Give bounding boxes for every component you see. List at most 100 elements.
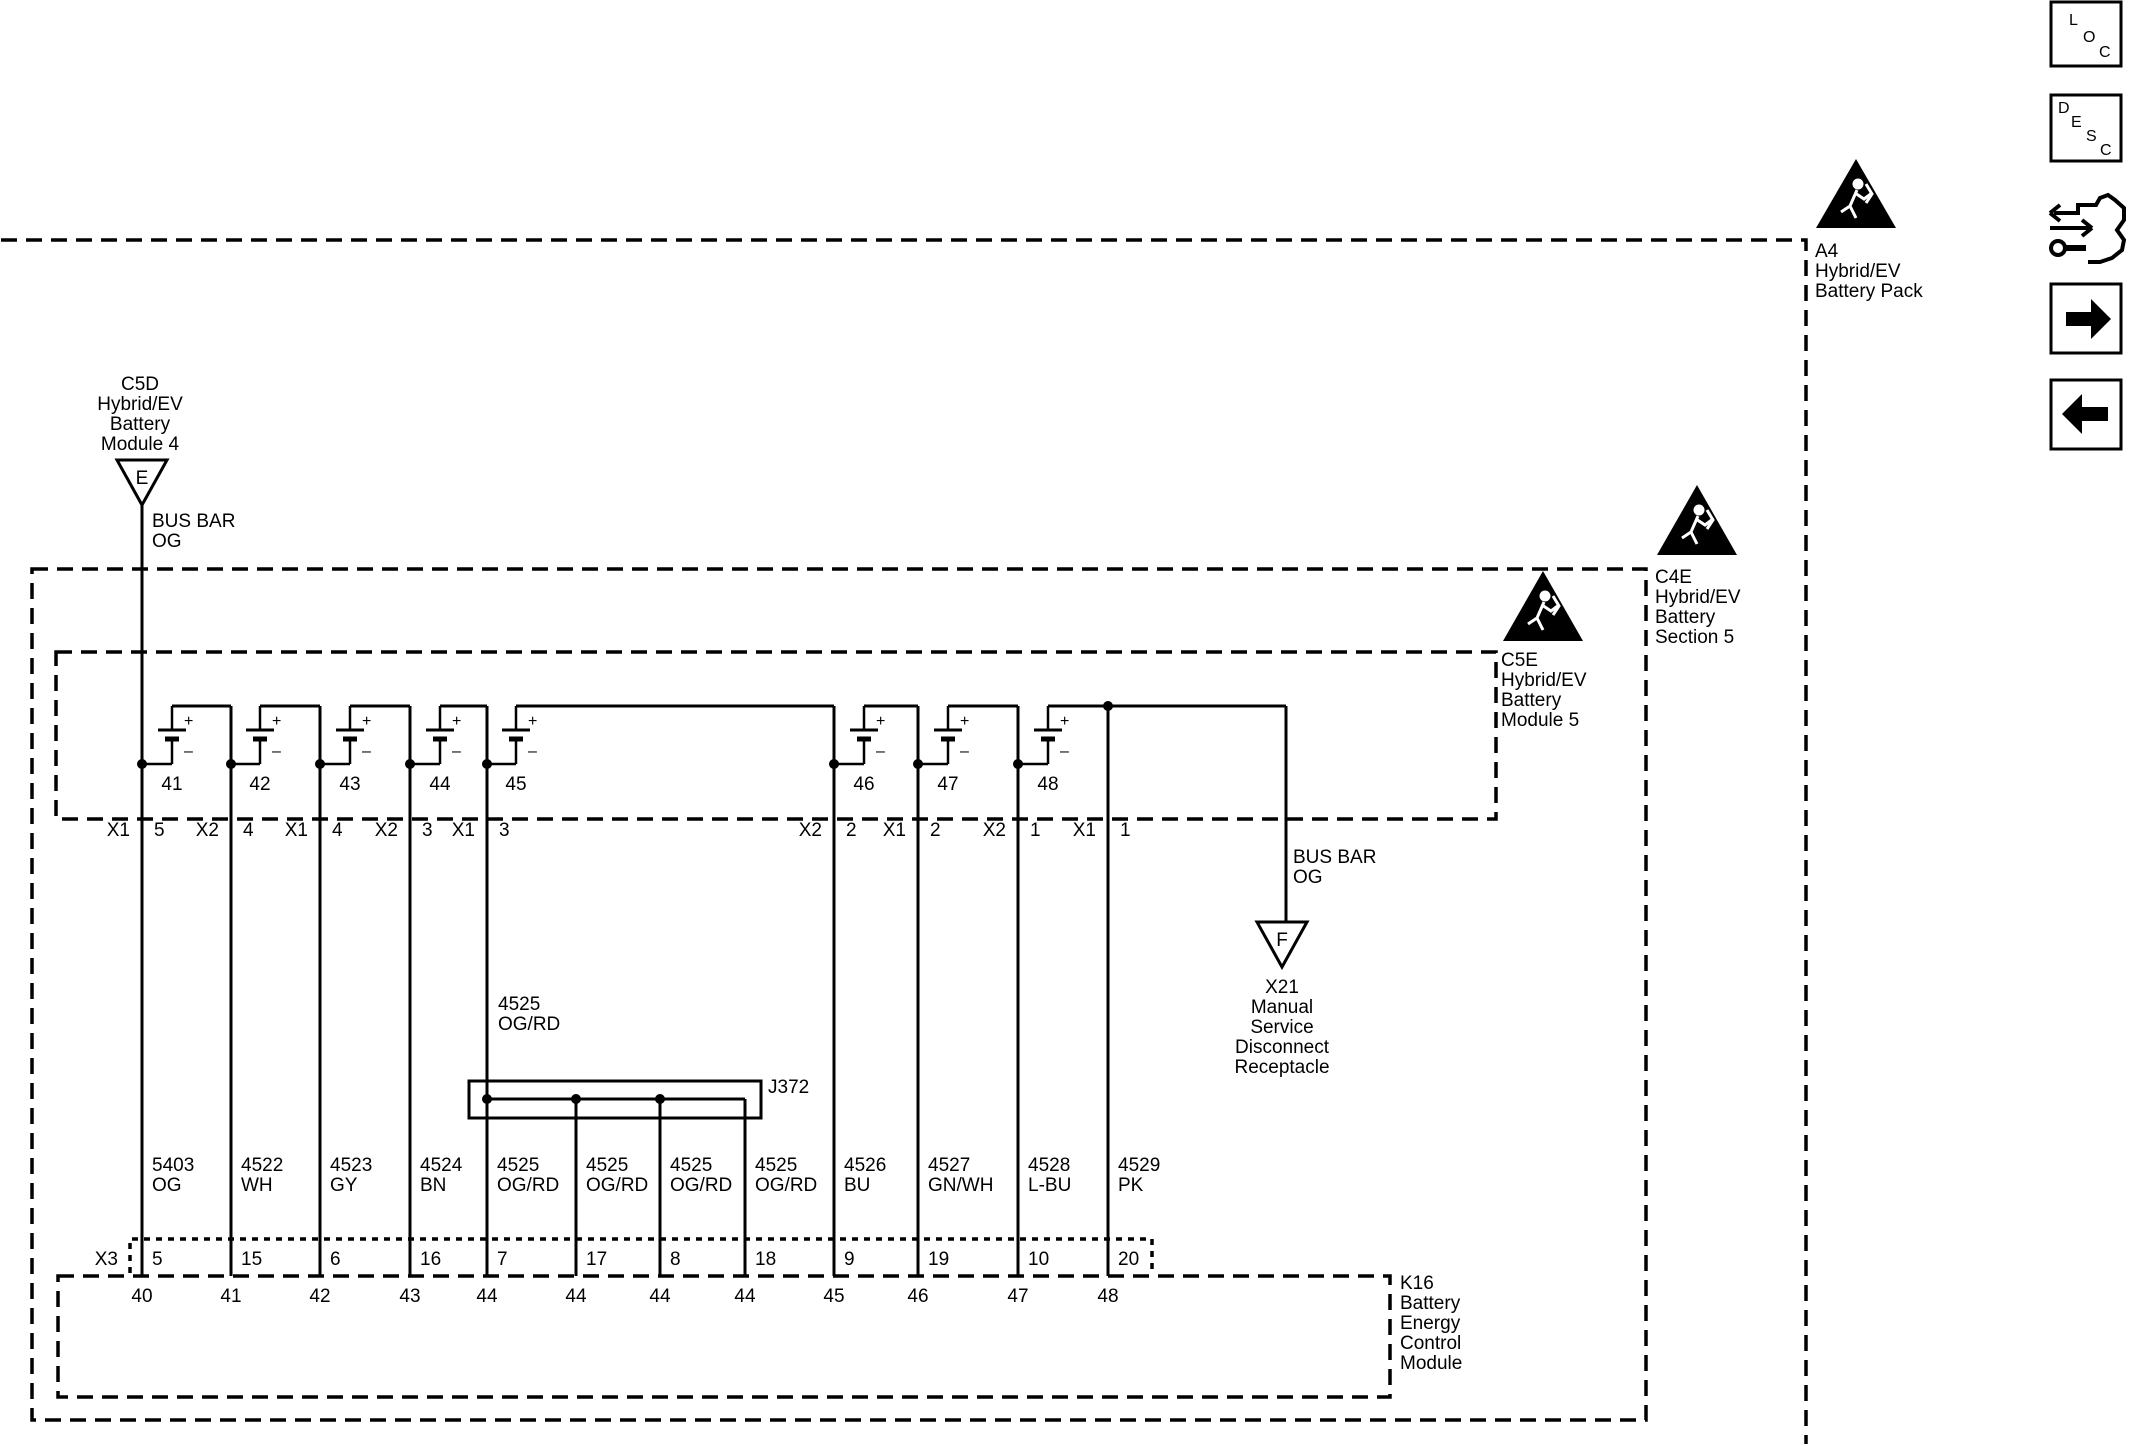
arrow-right-icon (2066, 299, 2111, 339)
module-pin-number: 1 (1030, 820, 1041, 841)
desc-letter-s: S (2086, 128, 2097, 145)
terminal-e-letter: E (136, 468, 149, 489)
cell-number: 48 (1037, 774, 1058, 795)
k16-line3: Control (1400, 1333, 1461, 1354)
x21-line3: Disconnect (1235, 1037, 1330, 1058)
cell-minus-sign: – (452, 743, 461, 760)
a4-battery-pack-outline (1, 238, 1808, 1444)
c4e-id: C4E (1655, 567, 1692, 588)
c4e-line3: Section 5 (1655, 627, 1734, 648)
module-connector-label: X1 (883, 820, 906, 841)
wire-circuit-number: 4529 (1118, 1155, 1160, 1176)
cell-plus-sign: + (184, 713, 193, 730)
wire-circuit-number: 4525 (586, 1155, 628, 1176)
k16-pin-number: 41 (220, 1286, 241, 1307)
module-pin-number: 3 (499, 820, 510, 841)
wire-color: GY (330, 1175, 358, 1196)
c4e-label: C4E Hybrid/EV Battery Section 5 (1655, 567, 1741, 648)
module-connector-label: X2 (799, 820, 822, 841)
module-connector-label: X2 (196, 820, 219, 841)
c5e-line1: Hybrid/EV (1501, 670, 1587, 691)
connector-end-view-button[interactable] (2048, 185, 2127, 264)
wire-circuit-number: 4527 (928, 1155, 970, 1176)
k16-pin-number: 42 (309, 1286, 330, 1307)
high-voltage-warning-icon (1816, 159, 1896, 228)
k16-pin-number: 44 (649, 1286, 671, 1307)
x3-pin-number: 17 (586, 1249, 607, 1270)
x3-connector-label: X3 (95, 1249, 118, 1270)
cell-plus-sign: + (452, 713, 461, 730)
cell-minus-sign: – (1060, 743, 1069, 760)
c4e-line1: Hybrid/EV (1655, 587, 1741, 608)
cell-number: 44 (429, 774, 451, 795)
previous-page-button[interactable] (2049, 378, 2123, 451)
k16-line1: Battery (1400, 1293, 1461, 1314)
busbar-top-label: BUS BAR (152, 511, 235, 532)
x3-connector-outline (128, 1237, 1154, 1273)
x3-pin-number: 16 (420, 1249, 441, 1270)
wire-color: GN/WH (928, 1175, 993, 1196)
wire-color: BU (844, 1175, 870, 1196)
arrow-left-icon (2062, 394, 2108, 434)
cell-minus-sign: – (876, 743, 885, 760)
module-pin-number: 4 (332, 820, 343, 841)
c5e-id: C5E (1501, 650, 1538, 671)
splice-dot (571, 1094, 581, 1104)
module-connector-label: X1 (107, 820, 130, 841)
c5d-label: C5D Hybrid/EV Battery Module 4 (97, 374, 183, 455)
wire-color: OG/RD (755, 1175, 817, 1196)
module-connector-label: X1 (452, 820, 475, 841)
c4e-line2: Battery (1655, 607, 1716, 628)
x3-pin-number: 7 (497, 1249, 508, 1270)
k16-line4: Module (1400, 1353, 1462, 1374)
c5e-line3: Module 5 (1501, 710, 1579, 731)
wire-color: WH (241, 1175, 273, 1196)
cell-number: 45 (505, 774, 526, 795)
c5d-line3: Module 4 (101, 434, 180, 455)
high-voltage-warning-icon (1657, 485, 1737, 555)
module-pin-number: 1 (1120, 820, 1131, 841)
loc-letter-o: O (2083, 29, 2095, 46)
wire-circuit-number: 4522 (241, 1155, 283, 1176)
wire-circuit-number: 4525 (755, 1155, 797, 1176)
c5d-line2: Battery (110, 414, 171, 435)
cell-number: 46 (853, 774, 874, 795)
c5d-id: C5D (121, 374, 159, 395)
module-pin-number: 5 (154, 820, 165, 841)
desc-letter-e: E (2071, 114, 2082, 131)
wire-color: BN (420, 1175, 446, 1196)
loc-letter-c: C (2099, 44, 2111, 61)
k16-pin-number: 44 (476, 1286, 498, 1307)
cell-plus-sign: + (362, 713, 371, 730)
cell-minus-sign: – (362, 743, 371, 760)
x21-line1: Manual (1251, 997, 1313, 1018)
module-connector-label: X1 (1073, 820, 1096, 841)
wire-circuit-number: 4528 (1028, 1155, 1070, 1176)
splice-wire-color: OG/RD (498, 1014, 560, 1035)
x21-line4: Receptacle (1234, 1057, 1329, 1078)
module-connector-label: X2 (375, 820, 398, 841)
wire-color: OG/RD (586, 1175, 648, 1196)
x21-id: X21 (1265, 977, 1299, 998)
k16-pin-number: 45 (823, 1286, 844, 1307)
k16-pin-number: 44 (565, 1286, 587, 1307)
description-button[interactable]: D E S C (2049, 93, 2123, 163)
cell-number: 42 (249, 774, 270, 795)
cell-number: 41 (161, 774, 182, 795)
c4e-battery-section-outline (30, 567, 1648, 1422)
location-button[interactable]: L O C (2049, 0, 2123, 68)
k16-pin-number: 40 (131, 1286, 152, 1307)
cell-minus-sign: – (528, 743, 537, 760)
module-connector-label: X2 (983, 820, 1006, 841)
cell-minus-sign: – (272, 743, 281, 760)
x3-pin-number: 18 (755, 1249, 776, 1270)
cell-number: 43 (339, 774, 360, 795)
terminal-f-letter: F (1276, 930, 1288, 951)
connector-wrench-icon (2048, 192, 2127, 264)
a4-id: A4 (1815, 241, 1839, 262)
wire-color: PK (1118, 1175, 1144, 1196)
wire-circuit-number: 5403 (152, 1155, 194, 1176)
next-page-button[interactable] (2049, 282, 2123, 355)
